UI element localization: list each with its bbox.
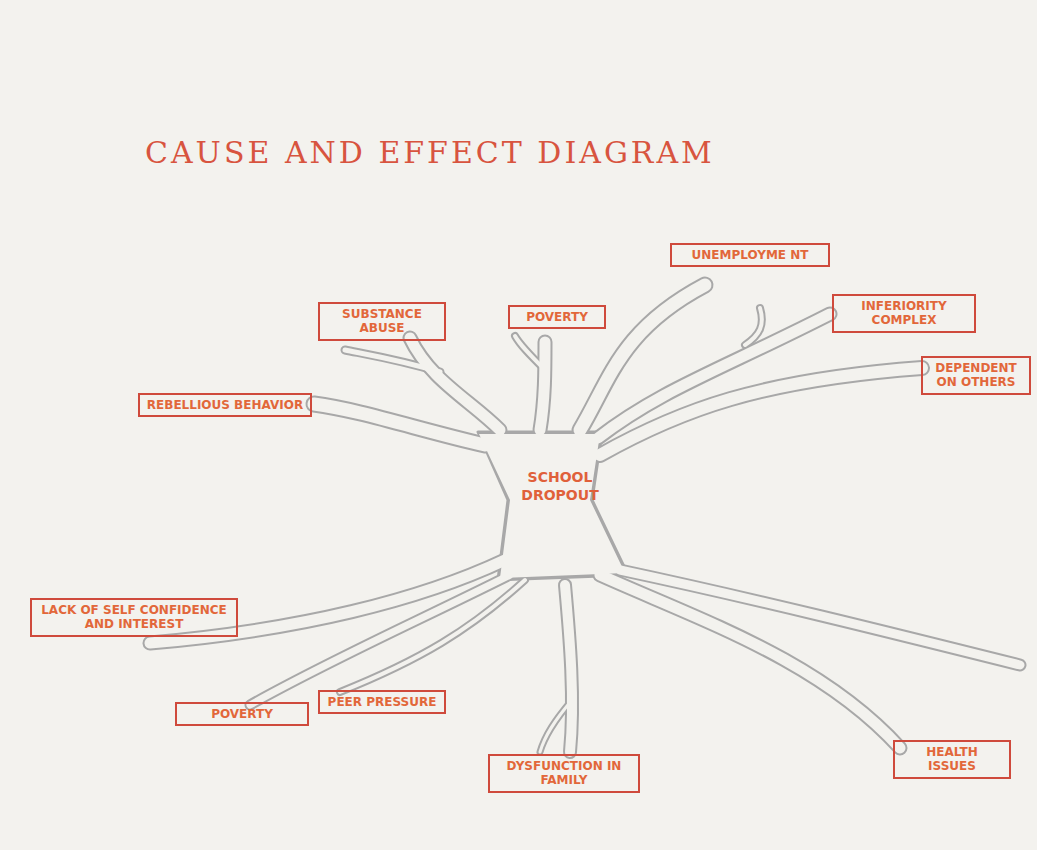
diagram-title: CAUSE AND EFFECT DIAGRAM (145, 135, 715, 170)
cause-text: REBELLIOUS BEHAVIOR (146, 398, 304, 412)
effect-label: SCHOOL DROPOUT (510, 468, 610, 504)
cause-box: POVERTY (508, 305, 606, 329)
cause-text: DEPENDENT ON OTHERS (929, 361, 1023, 390)
cause-box: LACK OF SELF CONFIDENCE AND INTEREST (30, 598, 238, 637)
cause-text: HEALTH ISSUES (901, 745, 1003, 774)
cause-box: SUBSTANCE ABUSE (318, 302, 446, 341)
cause-box: DYSFUNCTION IN FAMILY (488, 754, 640, 793)
cause-text: LACK OF SELF CONFIDENCE AND INTEREST (38, 603, 230, 632)
cause-box: REBELLIOUS BEHAVIOR (138, 393, 312, 417)
cause-text: SUBSTANCE ABUSE (326, 307, 438, 336)
cause-text: DYSFUNCTION IN FAMILY (496, 759, 632, 788)
tree-fill (150, 285, 1020, 752)
cause-box: HEALTH ISSUES (893, 740, 1011, 779)
cause-text: UNEMPLOYME NT (678, 248, 822, 262)
cause-text: POVERTY (183, 707, 301, 721)
cause-box: UNEMPLOYME NT (670, 243, 830, 267)
cause-box: INFERIORITY COMPLEX (832, 294, 976, 333)
cause-text: INFERIORITY COMPLEX (840, 299, 968, 328)
tree-outline (150, 285, 1020, 752)
cause-box: POVERTY (175, 702, 309, 726)
cause-box: DEPENDENT ON OTHERS (921, 356, 1031, 395)
cause-box: PEER PRESSURE (318, 690, 446, 714)
cause-text: POVERTY (516, 310, 598, 324)
cause-text: PEER PRESSURE (326, 695, 438, 709)
